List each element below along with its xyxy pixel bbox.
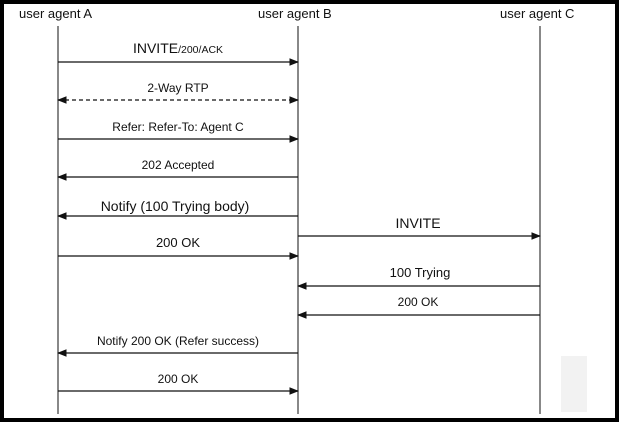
msg-5-label: Notify (100 Trying body) xyxy=(100,198,250,214)
agent-c-label: user agent C xyxy=(500,6,575,21)
msg-11-label: 200 OK xyxy=(157,372,199,386)
msg-9-label: 200 OK xyxy=(397,295,439,309)
msg-10-label: Notify 200 OK (Refer success) xyxy=(96,334,260,348)
msg-2-label: 2-Way RTP xyxy=(147,81,209,95)
agent-a-label: user agent A xyxy=(19,6,92,21)
msg-6-label: INVITE xyxy=(395,215,441,231)
msg-4-label: 202 Accepted xyxy=(141,158,215,172)
msg-1-label: INVITE/200/ACK xyxy=(133,40,223,56)
corner-shading xyxy=(561,356,587,412)
msg-8-label: 100 Trying xyxy=(389,265,451,280)
msg-1-label-suffix: /200/ACK xyxy=(178,44,224,56)
agent-b-label: user agent B xyxy=(258,6,332,21)
msg-3-label: Refer: Refer-To: Agent C xyxy=(112,120,244,134)
msg-1-label-main: INVITE xyxy=(132,40,179,56)
msg-7-label: 200 OK xyxy=(155,235,201,250)
